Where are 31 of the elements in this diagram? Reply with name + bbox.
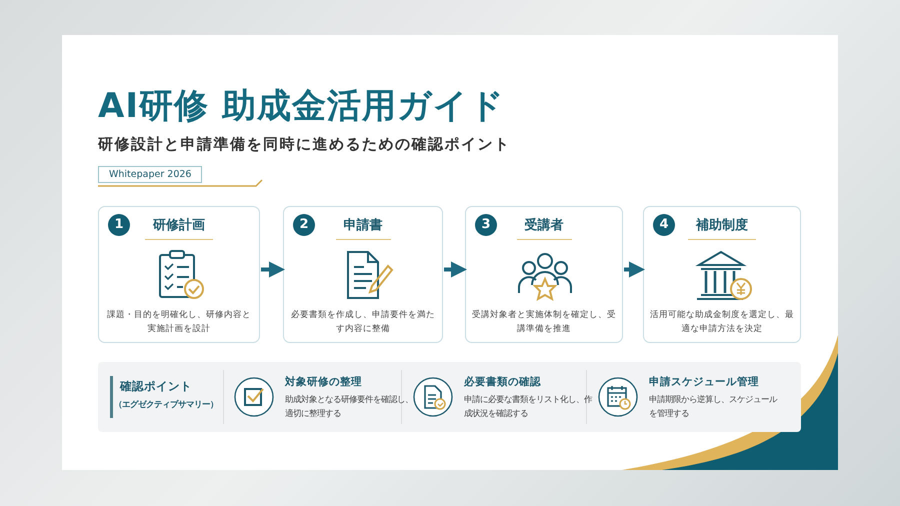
step-heading: 補助制度 [688, 216, 756, 240]
step-card [283, 206, 443, 343]
title: AI研修 助成金活用ガイド [98, 85, 505, 128]
step-number: 3 [475, 214, 497, 236]
step-heading: 受講者 [516, 216, 572, 240]
summary-panel [98, 362, 801, 432]
panel-subheading: （エグゼクティブサマリー） [114, 399, 218, 410]
step-description: 課題・目的を明確化し、研修内容と実施計画を設計 [106, 308, 252, 336]
step-card [98, 206, 260, 343]
step-number: 4 [653, 214, 675, 236]
step-description: 必要書類を作成し、申請要件を満たす内容に整備 [290, 309, 436, 336]
arrow [444, 262, 467, 278]
panel-heading: 確認ポイント [120, 379, 192, 394]
item-description: 申請に必要な書類をリスト化し、作成状況を確認する [464, 393, 594, 420]
item-description: 助成対象となる研修要件を確認し、適切に整理する [285, 393, 414, 420]
edition-badge: Whitepaper 2026 [98, 166, 202, 183]
item-heading: 対象研修の整理 [285, 375, 362, 389]
subtitle: 研修設計と申請準備を同時に進めるための確認ポイント [98, 135, 510, 154]
step-heading: 申請書 [336, 216, 390, 240]
step-number: 1 [108, 214, 130, 236]
item-heading: 必要書類の確認 [464, 375, 541, 389]
step-number: 2 [293, 214, 315, 236]
step-description: 受講対象者と実施体制を確定し、受講準備を推進 [472, 308, 616, 336]
item-heading: 申請スケジュール管理 [649, 375, 759, 389]
item-description: 申請期限から逆算し、スケジュールを管理する [649, 393, 778, 420]
step-description: 活用可能な助成金制度を選定し、最適な申請方法を決定 [650, 308, 794, 336]
step-card [465, 206, 623, 343]
arrow [624, 262, 645, 278]
step-heading: 研修計画 [145, 216, 213, 240]
step-card [643, 206, 801, 343]
arrow [261, 262, 285, 278]
